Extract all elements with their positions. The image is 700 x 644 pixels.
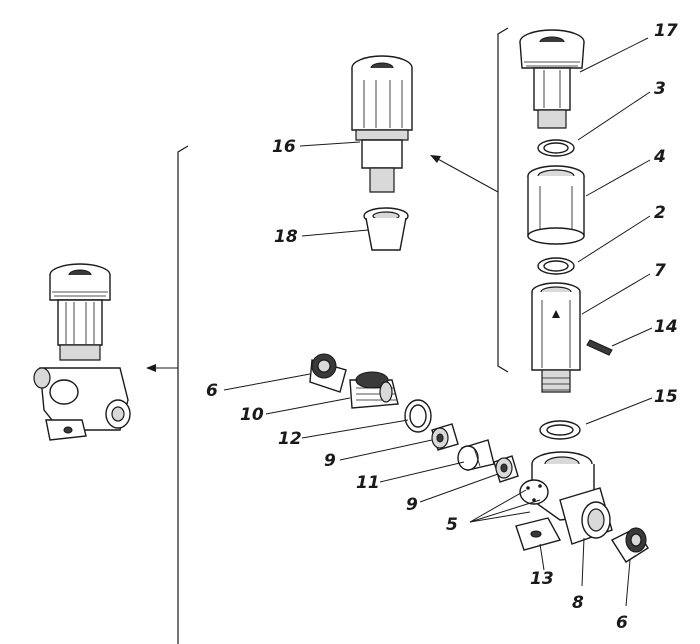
callout-7: 7 (654, 261, 666, 281)
part-8-housing (519, 451, 613, 545)
part-18-bushing (363, 207, 409, 251)
callout-14: 14 (654, 317, 678, 337)
assembly-arrow-left (146, 364, 178, 372)
right-bracket (497, 27, 509, 373)
callout-8: 8 (572, 593, 584, 613)
assembled-pump (33, 263, 131, 441)
part-12-washer (404, 399, 432, 433)
part-2-ring (537, 257, 575, 275)
part-9-valve-lower (493, 455, 519, 483)
part-4-sleeve (527, 165, 585, 245)
callout-18: 18 (274, 227, 298, 247)
part-15-ring (539, 420, 581, 440)
part-10-fitting (349, 371, 399, 409)
callout-9-lower: 9 (406, 495, 418, 515)
part-9-valve-upper (431, 423, 459, 451)
part-3-ring (537, 139, 575, 157)
callout-11: 11 (356, 473, 380, 493)
assembly-arrow-upper (430, 155, 499, 193)
callout-15: 15 (654, 387, 678, 407)
callout-3: 3 (654, 79, 666, 99)
part-7-cylinder (531, 282, 581, 393)
left-bracket (177, 145, 189, 644)
callout-17: 17 (654, 21, 678, 41)
part-6-cap-lower (610, 527, 649, 563)
callout-4: 4 (653, 147, 666, 167)
callout-5: 5 (446, 515, 458, 535)
callout-10: 10 (240, 405, 264, 425)
callout-2: 2 (654, 203, 666, 223)
leader-lines (223, 37, 653, 607)
part-14-pin (586, 339, 613, 356)
part-16-pump-cylinder (351, 55, 413, 193)
part-17-knob (519, 29, 585, 129)
part-13-foot (515, 517, 562, 551)
callout-12: 12 (278, 429, 302, 449)
part-11-holder (457, 439, 495, 471)
part-6-cap-upper (309, 353, 347, 393)
callout-labels: 17 3 4 2 7 14 15 16 18 6 10 12 9 11 9 5 … (206, 21, 678, 633)
callout-13: 13 (530, 569, 554, 589)
callout-6-lower: 6 (616, 613, 628, 633)
callout-9-upper: 9 (324, 451, 336, 471)
callout-16: 16 (272, 137, 296, 157)
callout-6-upper: 6 (206, 381, 218, 401)
